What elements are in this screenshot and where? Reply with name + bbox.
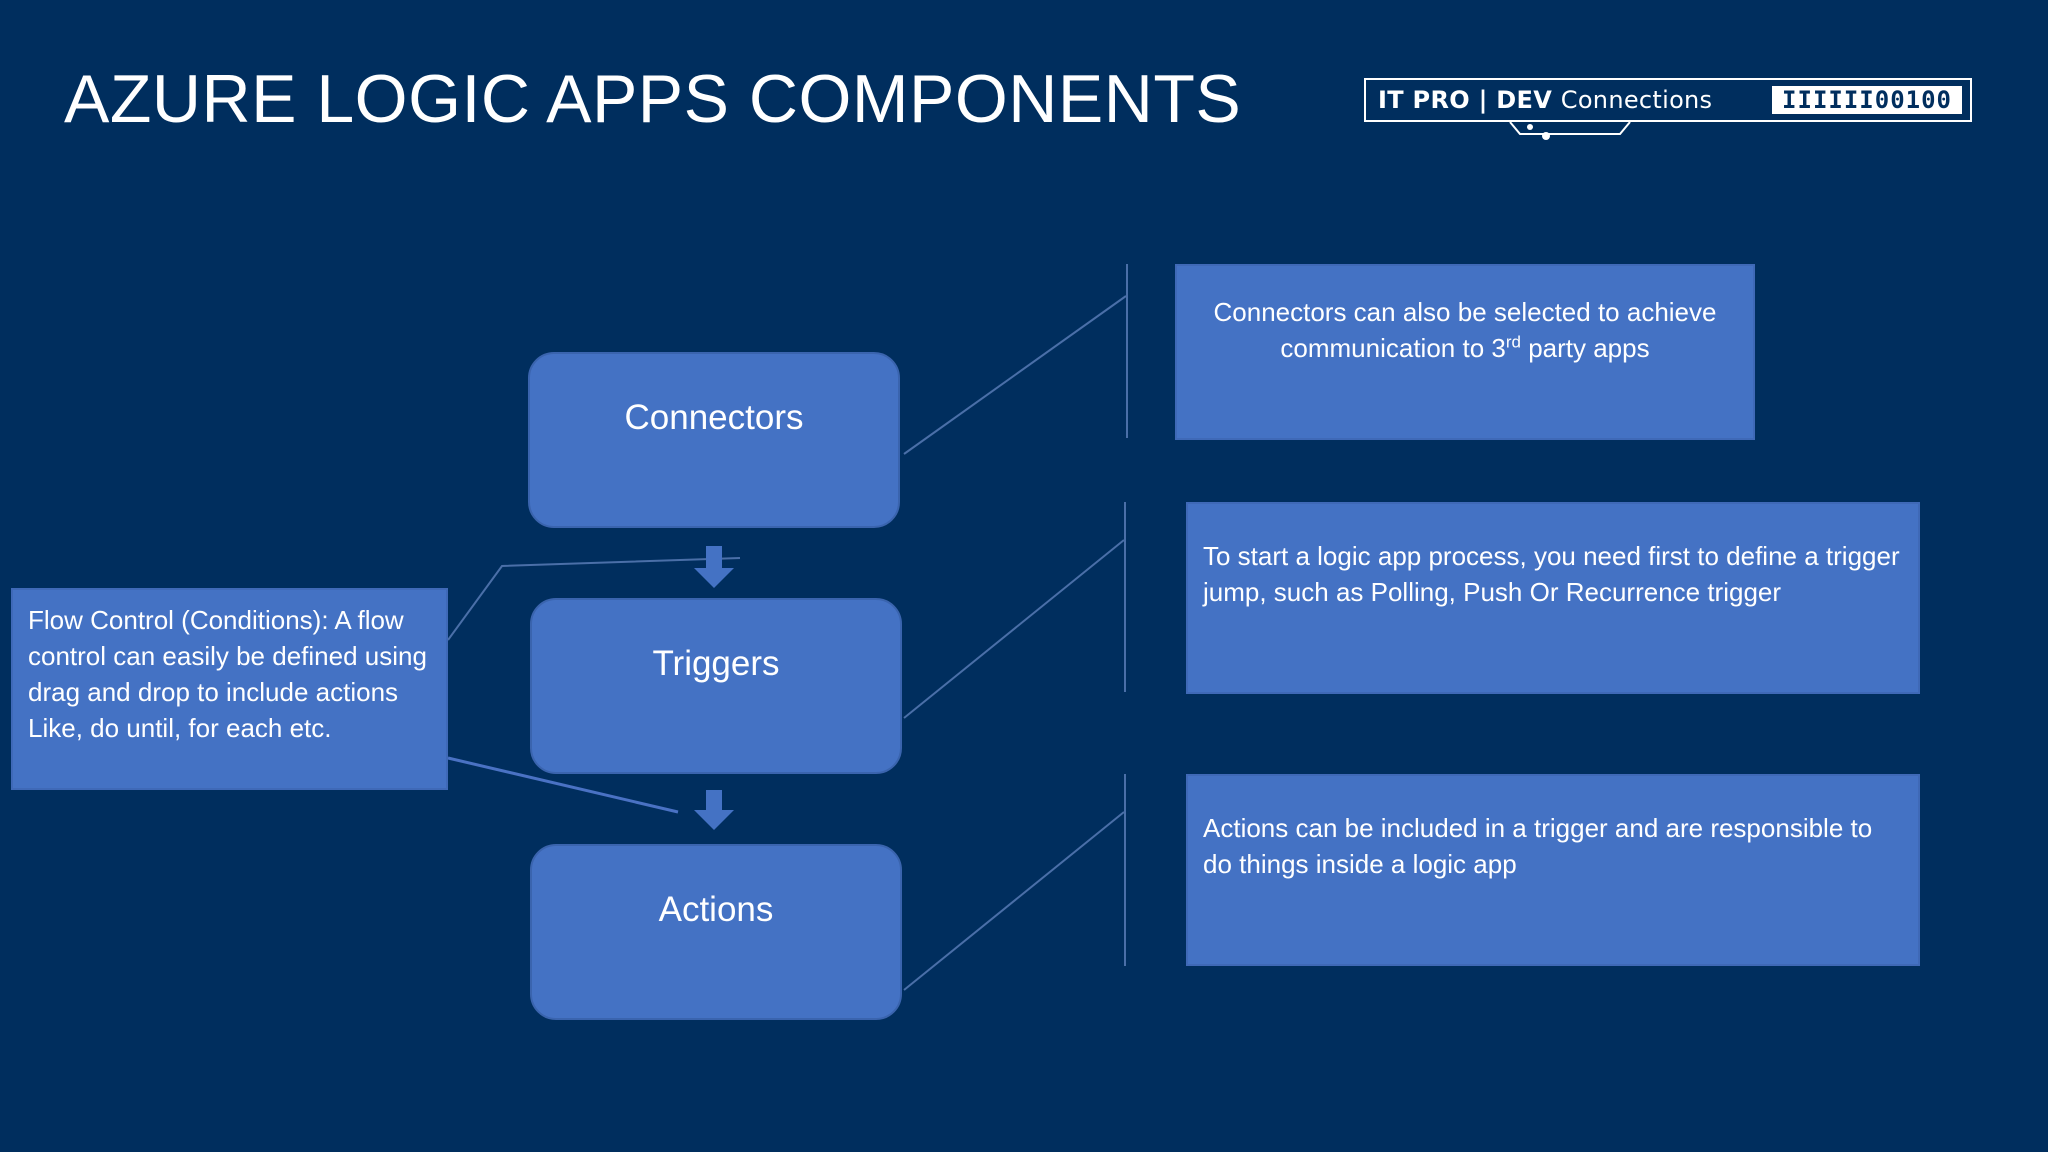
leader-line-flow-control-top: [447, 557, 741, 641]
callout-actions-text: Actions can be included in a trigger and…: [1203, 813, 1873, 879]
logo-tail-dot-2: [1542, 132, 1550, 140]
logo-brand-bold: IT PRO | DEV: [1378, 86, 1553, 114]
callout-connectors-line-2-text: communication to 3: [1280, 333, 1506, 363]
callout-connectors-superscript: rd: [1505, 332, 1521, 352]
callout-triggers: To start a logic app process, you need f…: [1186, 502, 1920, 694]
logo-brand-light: Connections: [1560, 86, 1713, 114]
callout-triggers-text: To start a logic app process, you need f…: [1203, 541, 1900, 607]
callout-connectors-line-2-tail: party apps: [1520, 333, 1650, 363]
logo-wordmark: IT PRO | DEV Connections: [1378, 86, 1712, 114]
node-triggers-label: Triggers: [652, 644, 780, 683]
callout-connectors-line-1: Connectors can also be selected to achie…: [1213, 297, 1717, 327]
logo-binary-badge: IIIIII00100: [1772, 86, 1962, 114]
node-actions-label: Actions: [658, 890, 774, 929]
callout-flow-control: Flow Control (Conditions): A flow contro…: [11, 588, 448, 790]
callout-connectors-line-2: communication to 3rd party apps: [1177, 330, 1753, 366]
node-connectors-label: Connectors: [624, 398, 804, 437]
conference-logo: IT PRO | DEV Connections IIIIII00100: [1364, 78, 1972, 122]
logo-tail-line: [1509, 121, 1631, 135]
node-triggers: Triggers: [530, 598, 902, 774]
logo-tail-dot-1: [1527, 124, 1533, 130]
leader-line-triggers: [903, 539, 1125, 719]
leader-line-connectors: [903, 295, 1127, 455]
callout-flow-control-text: Flow Control (Conditions): A flow contro…: [28, 605, 427, 743]
callout-connectors: Connectors can also be selected to achie…: [1175, 264, 1755, 440]
slide-title: AZURE LOGIC APPS COMPONENTS: [64, 61, 1242, 137]
down-arrow-connectors-triggers: [694, 546, 734, 588]
leader-line-actions: [903, 811, 1125, 991]
node-connectors: Connectors: [528, 352, 900, 528]
leader-line-flow-control-bottom: [447, 756, 679, 814]
callout-actions: Actions can be included in a trigger and…: [1186, 774, 1920, 966]
down-arrow-triggers-actions: [694, 790, 734, 830]
node-actions: Actions: [530, 844, 902, 1020]
